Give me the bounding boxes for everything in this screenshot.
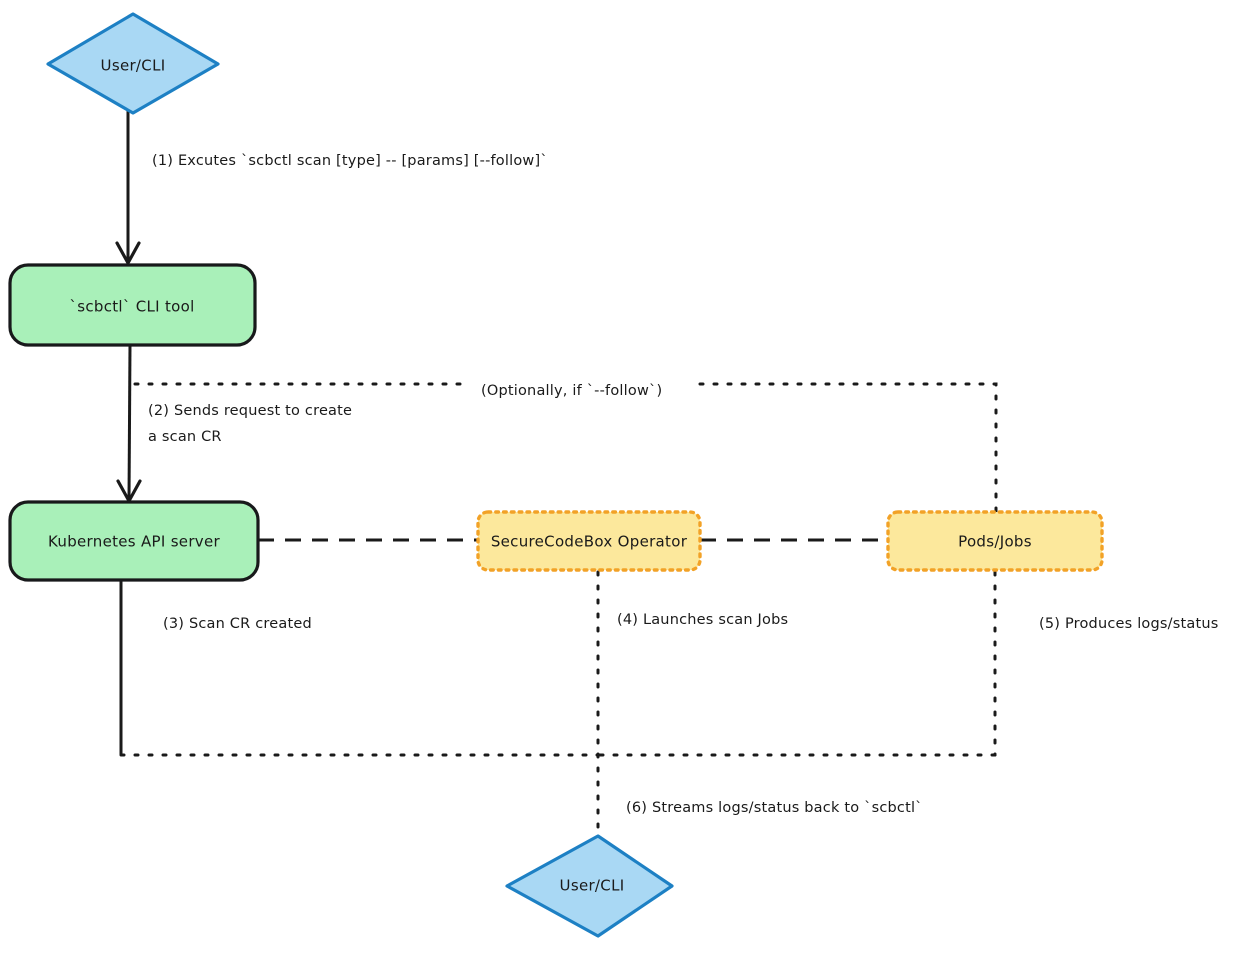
rect-shape-scbctl <box>8 263 257 347</box>
node-user-cli-top-label: User/CLI <box>101 57 166 75</box>
node-scbctl-label: `scbctl` CLI tool <box>69 298 194 316</box>
node-kubernetes-api-server[interactable]: Kubernetes API server <box>8 500 260 582</box>
node-pods-jobs[interactable]: Pods/Jobs <box>886 510 1104 572</box>
edge-label-executes-scan: (1) Excutes `scbctl scan [type] -- [para… <box>152 153 548 169</box>
edge-label-produces-logs-status: (5) Produces logs/status <box>1039 616 1219 632</box>
node-user-cli-bottom[interactable]: User/CLI <box>505 834 674 938</box>
node-pods-jobs-label: Pods/Jobs <box>958 533 1032 551</box>
edge-label-scan-cr-created: (3) Scan CR created <box>163 616 312 632</box>
edge-optional-follow <box>133 382 998 514</box>
diamond-shape-top <box>46 12 220 115</box>
edge-line-5b <box>698 382 998 514</box>
edge-line-2 <box>127 344 132 501</box>
node-securecodebox-operator[interactable]: SecureCodeBox Operator <box>476 510 702 572</box>
rect-shape-pods-jobs <box>886 510 1104 572</box>
node-scbctl-cli-tool[interactable]: `scbctl` CLI tool <box>8 263 257 347</box>
edge-scan-cr-created <box>119 580 600 757</box>
edge-label-optional-follow: (Optionally, if `--follow`) <box>481 383 662 399</box>
edge-label-sends-request-line1: (2) Sends request to create <box>148 403 352 419</box>
edge-label-sends-request-line2: a scan CR <box>148 429 222 445</box>
edge-sends-request <box>116 344 142 503</box>
edge-produces-logs-status <box>596 570 997 757</box>
arrow-head-1 <box>115 241 141 265</box>
node-user-cli-top[interactable]: User/CLI <box>46 12 220 115</box>
edge-label-launches-scan-jobs: (4) Launches scan Jobs <box>617 612 788 628</box>
node-securecodebox-operator-label: SecureCodeBox Operator <box>491 533 688 551</box>
node-user-cli-bottom-label: User/CLI <box>560 877 625 895</box>
node-kubernetes-api-server-label: Kubernetes API server <box>48 533 220 551</box>
edge-executes-scan <box>115 110 141 265</box>
rect-shape-operator <box>476 510 702 572</box>
diamond-shape-bottom <box>505 834 674 938</box>
rect-shape-k8s-api <box>8 500 260 582</box>
edge-label-streams-logs-status: (6) Streams logs/status back to `scbctl` <box>626 800 923 816</box>
